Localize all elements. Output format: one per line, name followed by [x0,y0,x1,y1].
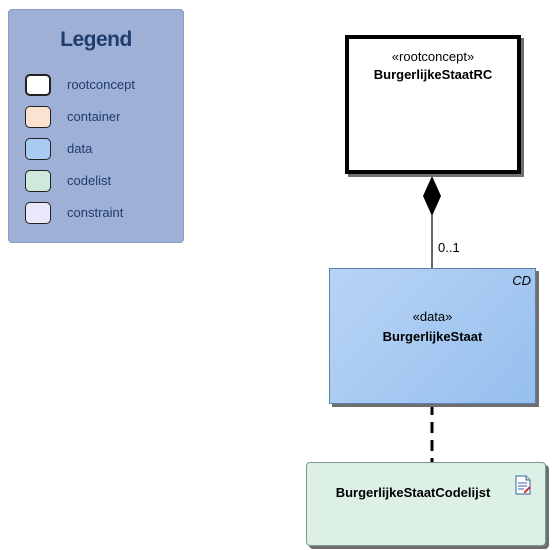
data-swatch [25,138,51,160]
node-stereotype: «rootconcept» [391,49,475,64]
codelist-node[interactable]: BurgerlijkeStaatCodelijst [306,462,546,546]
container-swatch [25,106,51,128]
composition-diamond [423,176,441,216]
node-name: BurgerlijkeStaatCodelijst [335,485,491,500]
rootconcept-swatch [25,74,51,96]
corner-tag: CD [512,273,531,288]
rootconcept-node[interactable]: «rootconcept» BurgerlijkeStaatRC [345,35,521,174]
legend-label: codelist [67,173,112,188]
data-node[interactable]: CD «data» BurgerlijkeStaat [329,268,536,404]
node-name: BurgerlijkeStaat [382,329,483,344]
legend-label: data [67,141,93,156]
legend-label: rootconcept [67,77,135,92]
node-stereotype: «data» [412,309,453,324]
legend-title: Legend [60,28,132,51]
codelist-swatch [25,170,51,192]
document-icon [515,475,531,495]
legend-label: container [67,109,121,124]
multiplicity-label: 0..1 [438,240,460,255]
constraint-swatch [25,202,51,224]
legend-panel: Legend rootconcept container data codeli… [8,9,184,243]
legend-label: constraint [67,205,124,220]
node-name: BurgerlijkeStaatRC [373,67,493,82]
